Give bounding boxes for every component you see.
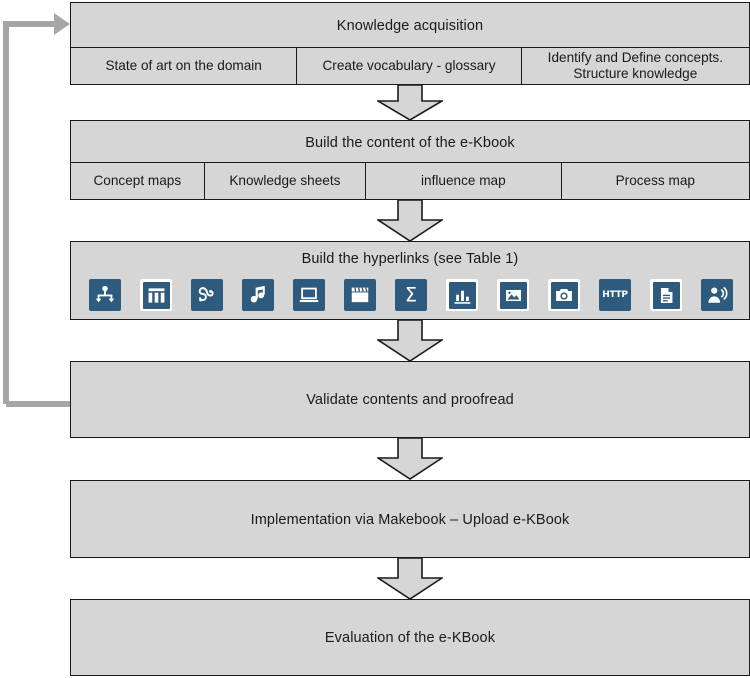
- connector-arrow-2: [377, 200, 443, 242]
- concept-map-icon[interactable]: [89, 279, 121, 311]
- subcell-identify-define-concepts[interactable]: Identify and Define concepts. Structure …: [521, 48, 749, 84]
- subcell-create-vocabulary[interactable]: Create vocabulary - glossary: [297, 48, 522, 84]
- node-subcells: State of art on the domain Create vocabu…: [71, 47, 749, 84]
- node-validate-contents[interactable]: Validate contents and proofread: [70, 361, 750, 438]
- connector-arrow-5: [377, 558, 443, 600]
- connector-arrow-4: [377, 438, 443, 480]
- presentation-icon[interactable]: [293, 279, 325, 311]
- bar-chart-icon[interactable]: [446, 279, 478, 311]
- document-icon[interactable]: [650, 279, 682, 311]
- audio-note-icon[interactable]: [242, 279, 274, 311]
- node-build-hyperlinks[interactable]: Build the hyperlinks (see Table 1): [70, 241, 750, 320]
- hyperlink-icon-row: Σ: [71, 273, 749, 319]
- svg-text:Σ: Σ: [405, 284, 417, 306]
- 3d-model-icon[interactable]: [191, 279, 223, 311]
- connector-arrow-1: [377, 85, 443, 121]
- arrowhead: [54, 13, 70, 35]
- video-clapperboard-icon[interactable]: [344, 279, 376, 311]
- node-title: Knowledge acquisition: [336, 18, 484, 35]
- node-title: Build the content of the e-Kbook: [305, 134, 515, 151]
- node-title: Evaluation of the e-KBook: [324, 630, 496, 647]
- subcell-process-map[interactable]: Process map: [561, 163, 749, 199]
- table-icon[interactable]: [140, 279, 172, 311]
- subcell-concept-maps[interactable]: Concept maps: [71, 163, 205, 199]
- node-title: Implementation via Makebook – Upload e-K…: [250, 511, 570, 528]
- http-link-icon[interactable]: HTTP: [599, 279, 631, 311]
- speaker-person-icon[interactable]: [701, 279, 733, 311]
- subcell-state-of-art[interactable]: State of art on the domain: [71, 48, 298, 84]
- node-title: Validate contents and proofread: [306, 392, 514, 409]
- formula-sigma-icon[interactable]: Σ: [395, 279, 427, 311]
- node-knowledge-acquisition[interactable]: Knowledge acquisition State of art on th…: [70, 2, 750, 85]
- subcell-influence-map[interactable]: influence map: [366, 163, 562, 199]
- http-label: HTTP: [602, 290, 628, 300]
- node-build-content[interactable]: Build the content of the e-Kbook Concept…: [70, 120, 750, 200]
- node-title: Build the hyperlinks (see Table 1): [301, 250, 519, 267]
- subcell-knowledge-sheets[interactable]: Knowledge sheets: [204, 163, 367, 199]
- node-evaluation[interactable]: Evaluation of the e-KBook: [70, 599, 750, 676]
- node-subcells: Concept maps Knowledge sheets influence …: [71, 162, 749, 199]
- node-implementation[interactable]: Implementation via Makebook – Upload e-K…: [70, 480, 750, 558]
- picture-icon[interactable]: [497, 279, 529, 311]
- camera-icon[interactable]: [548, 279, 580, 311]
- connector-arrow-3: [377, 320, 443, 362]
